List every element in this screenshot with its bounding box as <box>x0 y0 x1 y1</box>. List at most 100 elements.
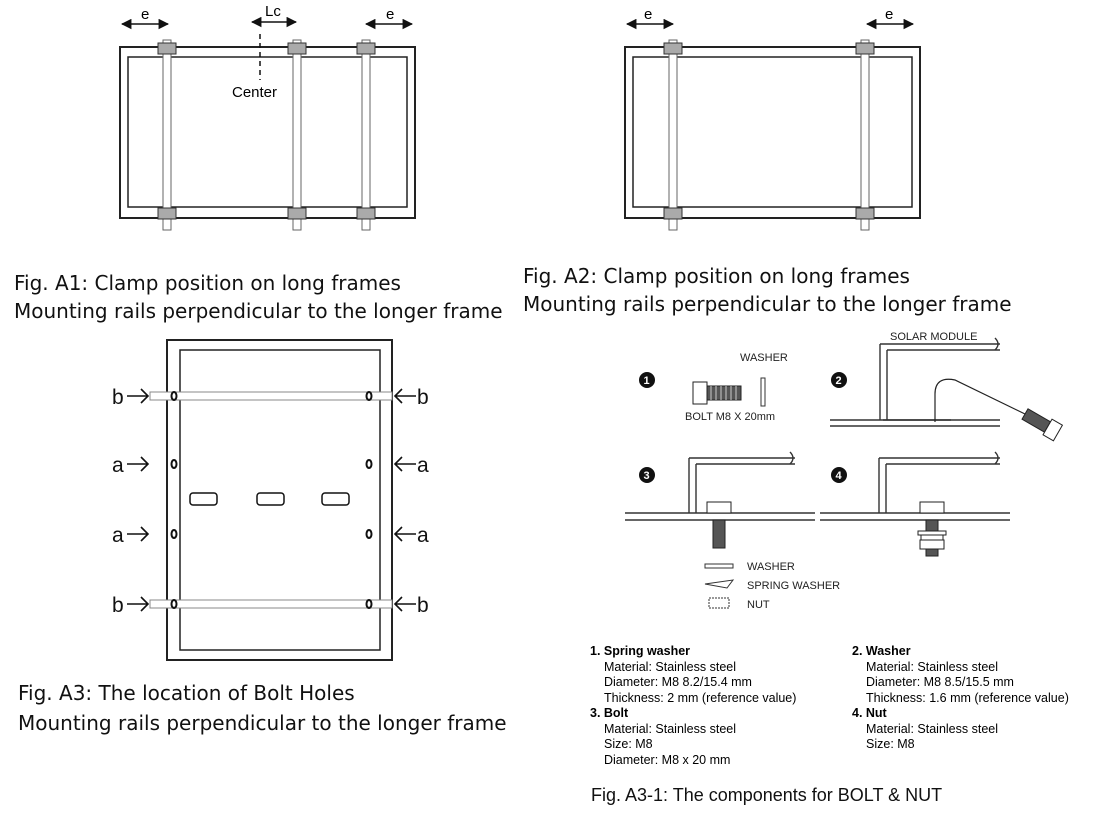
washer-part <box>704 563 734 569</box>
drain-slot <box>256 492 285 506</box>
arrow-right-icon <box>127 456 150 472</box>
label-e: e <box>885 6 893 23</box>
mounting-rail-center <box>292 39 302 231</box>
component-title: 3. Bolt <box>590 706 629 720</box>
label-a: a <box>112 454 124 477</box>
module-frame-outer <box>624 46 921 219</box>
component-detail: Diameter: M8 x 20 mm <box>604 752 731 767</box>
label-b: b <box>417 594 429 617</box>
label-washer: WASHER <box>747 561 795 573</box>
fig-a3-1-diagram: 1 2 3 4 WASHER BOLT M8 X 20mm <box>615 328 1075 618</box>
fig-a2-diagram: e e <box>615 0 935 240</box>
label-b: b <box>417 386 429 409</box>
module-frame-inner <box>179 349 381 651</box>
arrow-left-icon <box>393 456 416 472</box>
clamp <box>356 42 376 55</box>
fig-a3-caption-line1: Fig. A3: The location of Bolt Holes <box>18 681 355 705</box>
mounting-rail-right <box>361 39 371 231</box>
bolt-hole-a <box>365 529 373 539</box>
step-badge-2: 2 <box>831 372 847 388</box>
nut-part <box>708 597 730 609</box>
arrow-right-icon <box>127 596 150 612</box>
bolt-part <box>1021 408 1064 442</box>
svg-text:4: 4 <box>836 470 843 482</box>
bolt-hole-b <box>170 599 178 609</box>
bolt-hole-b <box>170 391 178 401</box>
fig-a1-caption-line1: Fig. A1: Clamp position on long frames <box>14 271 401 295</box>
label-solar-module: SOLAR MODULE <box>890 331 977 343</box>
arrow-right-icon <box>127 388 150 404</box>
label-b: b <box>112 594 124 617</box>
spring-washer-part <box>704 579 735 589</box>
component-detail: Material: Stainless steel <box>866 721 999 736</box>
arrow-left-icon <box>393 596 416 612</box>
mounting-rail-top <box>149 391 393 401</box>
fig-a1-caption-line2: Mounting rails perpendicular to the long… <box>14 299 503 323</box>
washer-part <box>760 377 766 407</box>
component-detail: Material: Stainless steel <box>866 659 999 674</box>
label-spring-washer: SPRING WASHER <box>747 580 840 592</box>
clamp <box>157 207 177 220</box>
fig-a1-diagram: e Lc e Center <box>110 0 430 240</box>
svg-text:1: 1 <box>644 375 650 387</box>
component-detail: Diameter: M8 8.2/15.4 mm <box>604 675 752 689</box>
component-detail: Material: Stainless steel <box>604 721 737 736</box>
mounting-rail-bottom <box>149 599 393 609</box>
component-detail: Thickness: 2 mm (reference value) <box>604 690 797 705</box>
mounting-rail-left <box>162 39 172 231</box>
clamp <box>287 207 307 220</box>
bolt-hole-a <box>170 529 178 539</box>
module-frame-outer <box>166 339 393 661</box>
svg-text:3: 3 <box>644 470 650 482</box>
mounting-rail-left <box>668 39 678 231</box>
component-detail: Thickness: 1.6 mm (reference value) <box>866 690 1069 705</box>
component-spec-spring-washer: 1. Spring washer Material: Stainless ste… <box>590 644 796 768</box>
drain-slot <box>321 492 350 506</box>
bolt-part <box>706 501 732 549</box>
bolt-hole-b <box>365 599 373 609</box>
label-e: e <box>644 6 652 23</box>
component-title: 4. Nut <box>852 706 887 720</box>
module-frame-outer <box>119 46 416 219</box>
component-detail: Size: M8 <box>604 737 653 751</box>
fig-a2-caption-line2: Mounting rails perpendicular to the long… <box>523 292 1012 316</box>
label-washer: WASHER <box>740 352 788 364</box>
label-e: e <box>141 6 149 23</box>
label-lc: Lc <box>265 3 281 20</box>
component-detail: Size: M8 <box>866 737 915 751</box>
fig-a3-caption-line2: Mounting rails perpendicular to the long… <box>18 711 507 735</box>
module-frame-inner <box>632 56 913 208</box>
arrow-left-icon <box>393 388 416 404</box>
module-frame-inner <box>127 56 408 208</box>
component-detail: Diameter: M8 8.5/15.5 mm <box>866 675 1014 689</box>
label-a: a <box>417 454 429 477</box>
bolt-part <box>692 381 742 405</box>
bolt-hole-a <box>365 459 373 469</box>
fig-a3-1-caption: Fig. A3-1: The components for BOLT & NUT <box>591 785 943 805</box>
label-e: e <box>386 6 394 23</box>
label-b: b <box>112 386 124 409</box>
clamp <box>855 207 875 220</box>
arrow-left-icon <box>393 526 416 542</box>
bolt-nut-assembly <box>917 501 947 557</box>
label-bolt: BOLT M8 X 20mm <box>685 411 775 423</box>
component-title: 1. Spring washer <box>590 644 691 658</box>
label-a: a <box>417 524 429 547</box>
label-center: Center <box>232 84 277 101</box>
component-spec-washer: 2. Washer Material: Stainless steel Diam… <box>852 644 1069 753</box>
bolt-hole-a <box>170 459 178 469</box>
clamp <box>157 42 177 55</box>
arrow-right-icon <box>127 526 150 542</box>
bolt-hole-b <box>365 391 373 401</box>
clamp <box>287 42 307 55</box>
label-nut: NUT <box>747 599 770 611</box>
component-title: 2. Washer <box>852 644 911 658</box>
fig-a3-diagram: b a a b b a a b <box>100 330 450 675</box>
svg-text:2: 2 <box>836 375 842 387</box>
drain-slot <box>189 492 218 506</box>
component-detail: Material: Stainless steel <box>604 659 737 674</box>
step-badge-1: 1 <box>639 372 655 388</box>
step-badge-4: 4 <box>831 467 847 483</box>
clamp <box>663 207 683 220</box>
mounting-rail-right <box>860 39 870 231</box>
